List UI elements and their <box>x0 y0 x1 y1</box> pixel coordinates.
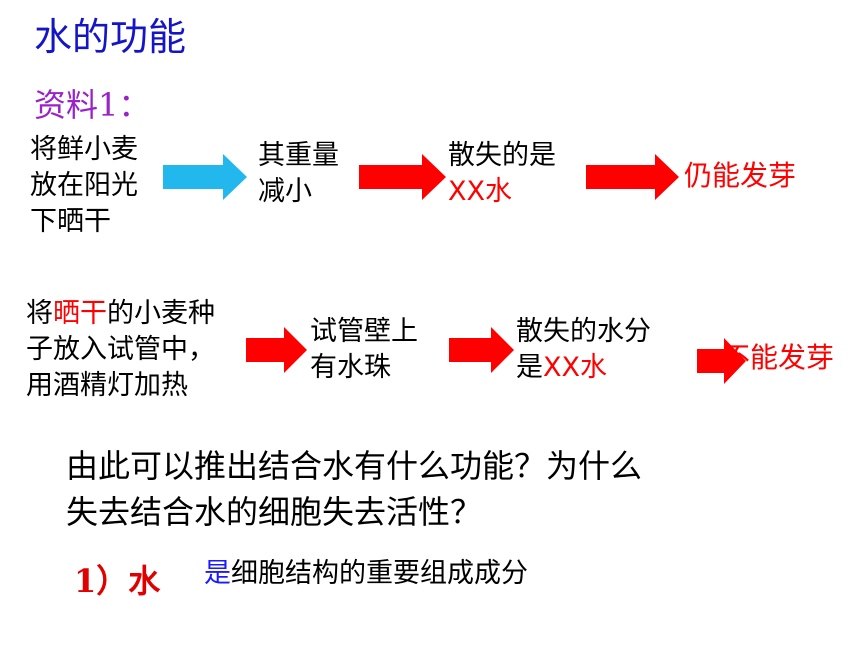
row1-step2-line2: 减小 <box>258 176 312 207</box>
row1-step1-line1: 将鲜小麦 <box>30 134 138 165</box>
row2-step2: 试管壁上 有水珠 <box>310 314 418 386</box>
row1-step3: 散失的是 XX水 <box>448 138 556 210</box>
row2-step1-highlight: 晒干 <box>53 298 107 329</box>
question-line2: 失去结合水的细胞失去活性？ <box>66 493 483 531</box>
material-label: 资料1： <box>34 86 151 124</box>
row2-step3-line2: 是XX水 <box>516 350 651 386</box>
row2-step1-line2: 子放入试管中， <box>26 334 215 365</box>
arrow-right-icon <box>246 327 307 373</box>
row1-step3-line1: 散失的是 <box>448 140 556 171</box>
row2-step1-line1: 将晒干的小麦种 <box>26 296 215 332</box>
arrow-right-icon <box>163 154 247 200</box>
row2-step2-line2: 有水珠 <box>310 352 391 383</box>
row1-step2: 其重量 减小 <box>258 138 339 210</box>
row1-step1-line2: 放在阳光 <box>30 170 138 201</box>
answer-rest: 细胞结构的重要组成成分 <box>231 558 528 589</box>
arrow-right-icon <box>449 327 514 373</box>
page-title: 水的功能 <box>34 15 187 59</box>
answer-highlight: 是 <box>204 558 231 589</box>
row2-step3-pre: 是 <box>516 352 543 383</box>
row1-step2-line1: 其重量 <box>258 140 339 171</box>
row2-step3: 散失的水分 是XX水 <box>516 314 651 386</box>
row2-step3-line1: 散失的水分 <box>516 316 651 347</box>
arrow-right-icon <box>586 154 679 200</box>
row2-step1-pre: 将 <box>26 298 53 329</box>
answer-number: 1）水 <box>74 562 161 600</box>
row2-step1: 将晒干的小麦种 子放入试管中， 用酒精灯加热 <box>26 296 215 404</box>
answer-text: 是细胞结构的重要组成成分 <box>204 556 528 592</box>
question-line1: 由此可以推出结合水有什么功能？为什么 <box>66 447 643 485</box>
arrow-right-icon <box>359 154 446 200</box>
row1-result: 仍能发芽 <box>684 159 797 192</box>
row2-step2-line1: 试管壁上 <box>310 316 418 347</box>
row2-result: 不能发芽 <box>722 341 835 374</box>
row1-step1: 将鲜小麦 放在阳光 下晒干 <box>30 132 138 240</box>
arrow-right-icon <box>697 338 746 384</box>
row1-step3-line2: XX水 <box>448 176 512 207</box>
row1-step1-line3: 下晒干 <box>30 206 111 237</box>
row2-step1-line3: 用酒精灯加热 <box>26 370 188 401</box>
row2-step1-post: 的小麦种 <box>107 298 215 329</box>
row2-step3-highlight: XX水 <box>543 352 607 383</box>
